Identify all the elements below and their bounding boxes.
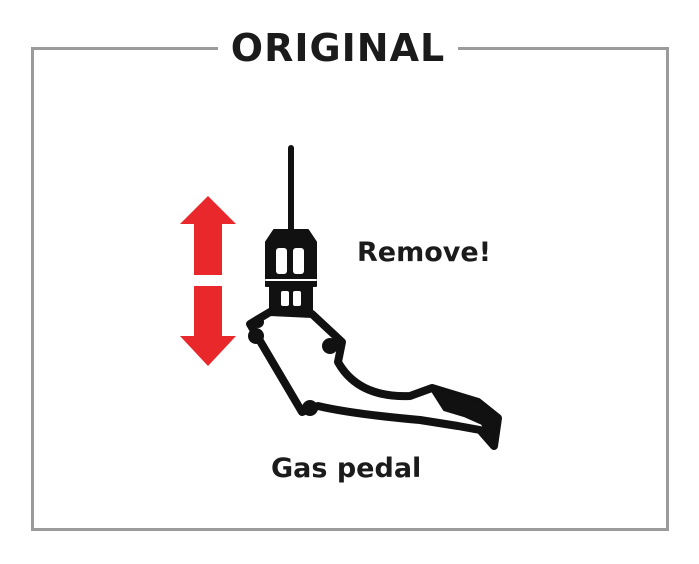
pedal-sensor (265, 229, 317, 311)
pivot-joint (322, 338, 338, 354)
pivot-joint (252, 316, 264, 328)
gas-pedal-label: Gas pedal (271, 453, 422, 484)
arrow-up (180, 196, 236, 275)
pedal-pad (429, 387, 499, 445)
remove-label: Remove! (357, 237, 492, 268)
pivot-joint (248, 328, 264, 344)
gas-pedal-icon (246, 145, 502, 450)
double-vertical-arrow-icon (180, 196, 236, 366)
pivot-joint (302, 400, 318, 416)
diagram-title: ORIGINAL (218, 22, 458, 74)
arrow-down (180, 286, 236, 366)
pedal-arm (246, 308, 502, 450)
